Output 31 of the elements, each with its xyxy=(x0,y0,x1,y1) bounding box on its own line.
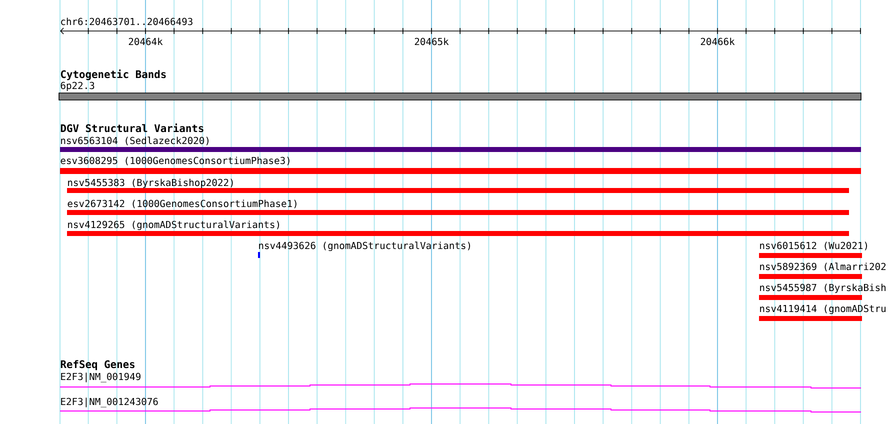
node-label: nsv5455383 (ByrskaBishop2022) xyxy=(68,178,233,188)
variant-feature: esv2673142 (1000GenomesConsortiumPhase1) xyxy=(67,200,849,215)
node-label: nsv4119414 (gnomADStru xyxy=(760,304,886,314)
variant-feature: nsv5455383 (ByrskaBishop2022) xyxy=(67,178,849,193)
gene-feature: E2F3|NM_001949 xyxy=(60,372,862,388)
tick-label: 20466k xyxy=(700,38,735,46)
tick-label: 20464k xyxy=(128,38,163,46)
node-label: esv2673142 (1000GenomesConsortiumPhase1) xyxy=(68,200,296,208)
track-title: DGV Structural Variants xyxy=(60,124,204,132)
variant-feature: nsv4119414 (gnomADStru xyxy=(759,304,886,321)
gene-feature: E2F3|NM_001243076 xyxy=(60,398,862,412)
track-title: Cytogenetic Bands xyxy=(60,70,166,80)
tick-label: 20465k xyxy=(414,38,449,46)
node-label: nsv4129265 (gnomADStructuralVariants) xyxy=(68,220,280,230)
variant-feature: nsv4493626 (gnomADStructuralVariants) xyxy=(258,242,470,258)
variant-feature: nsv6015612 (Wu2021) xyxy=(759,242,868,258)
node-label: nsv4493626 (gnomADStructuralVariants) xyxy=(259,242,470,252)
track-title: RefSeq Genes xyxy=(60,360,134,370)
variant-feature: esv3608295 (1000GenomesConsortiumPhase3) xyxy=(60,156,861,174)
node-label: nsv6015612 (Wu2021) xyxy=(760,242,868,250)
variant-feature: nsv5892369 (Almarri202 xyxy=(759,262,886,279)
variant-feature: nsv6563104 (Sedlazeck2020) xyxy=(60,136,861,152)
node-label: 6p22.3 xyxy=(60,82,94,91)
node-label: nsv5455987 (ByrskaBish xyxy=(760,284,886,293)
variant-feature: nsv5455987 (ByrskaBish xyxy=(759,284,886,300)
node-label: esv3608295 (1000GenomesConsortiumPhase3) xyxy=(60,156,290,166)
cytoband-feature: 6p22.3 xyxy=(58,82,862,100)
node-label: nsv6563104 (Sedlazeck2020) xyxy=(61,136,208,146)
node-label: nsv5892369 (Almarri202 xyxy=(760,262,886,272)
coordinate-label: chr6:20463701..20466493 xyxy=(61,18,192,26)
variant-feature: nsv4129265 (gnomADStructuralVariants) xyxy=(67,220,849,236)
